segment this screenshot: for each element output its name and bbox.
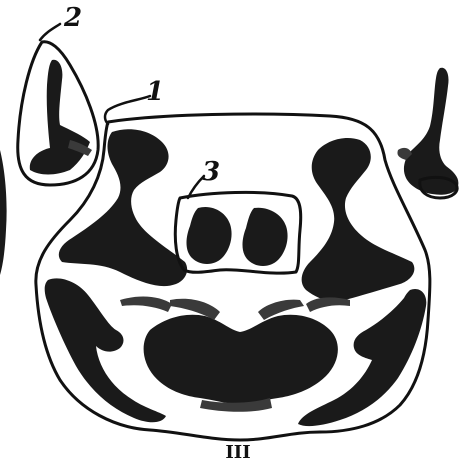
panel-3-right-lobe [243,208,288,266]
inner-panel-3 [175,192,300,273]
inset-panel-2 [18,42,98,185]
label-3: 3 [202,157,220,187]
inset-2-bone-shape [30,60,90,175]
panel-3-left-lobe [187,207,232,264]
label-2: 2 [63,3,82,33]
leader-line-2 [40,24,60,40]
central-body [144,315,338,404]
figure-caption: III [225,442,250,463]
label-1: 1 [146,77,164,107]
right-floating-specimen [397,68,458,198]
left-edge-mark [0,150,7,275]
right-upper-process [302,138,415,301]
